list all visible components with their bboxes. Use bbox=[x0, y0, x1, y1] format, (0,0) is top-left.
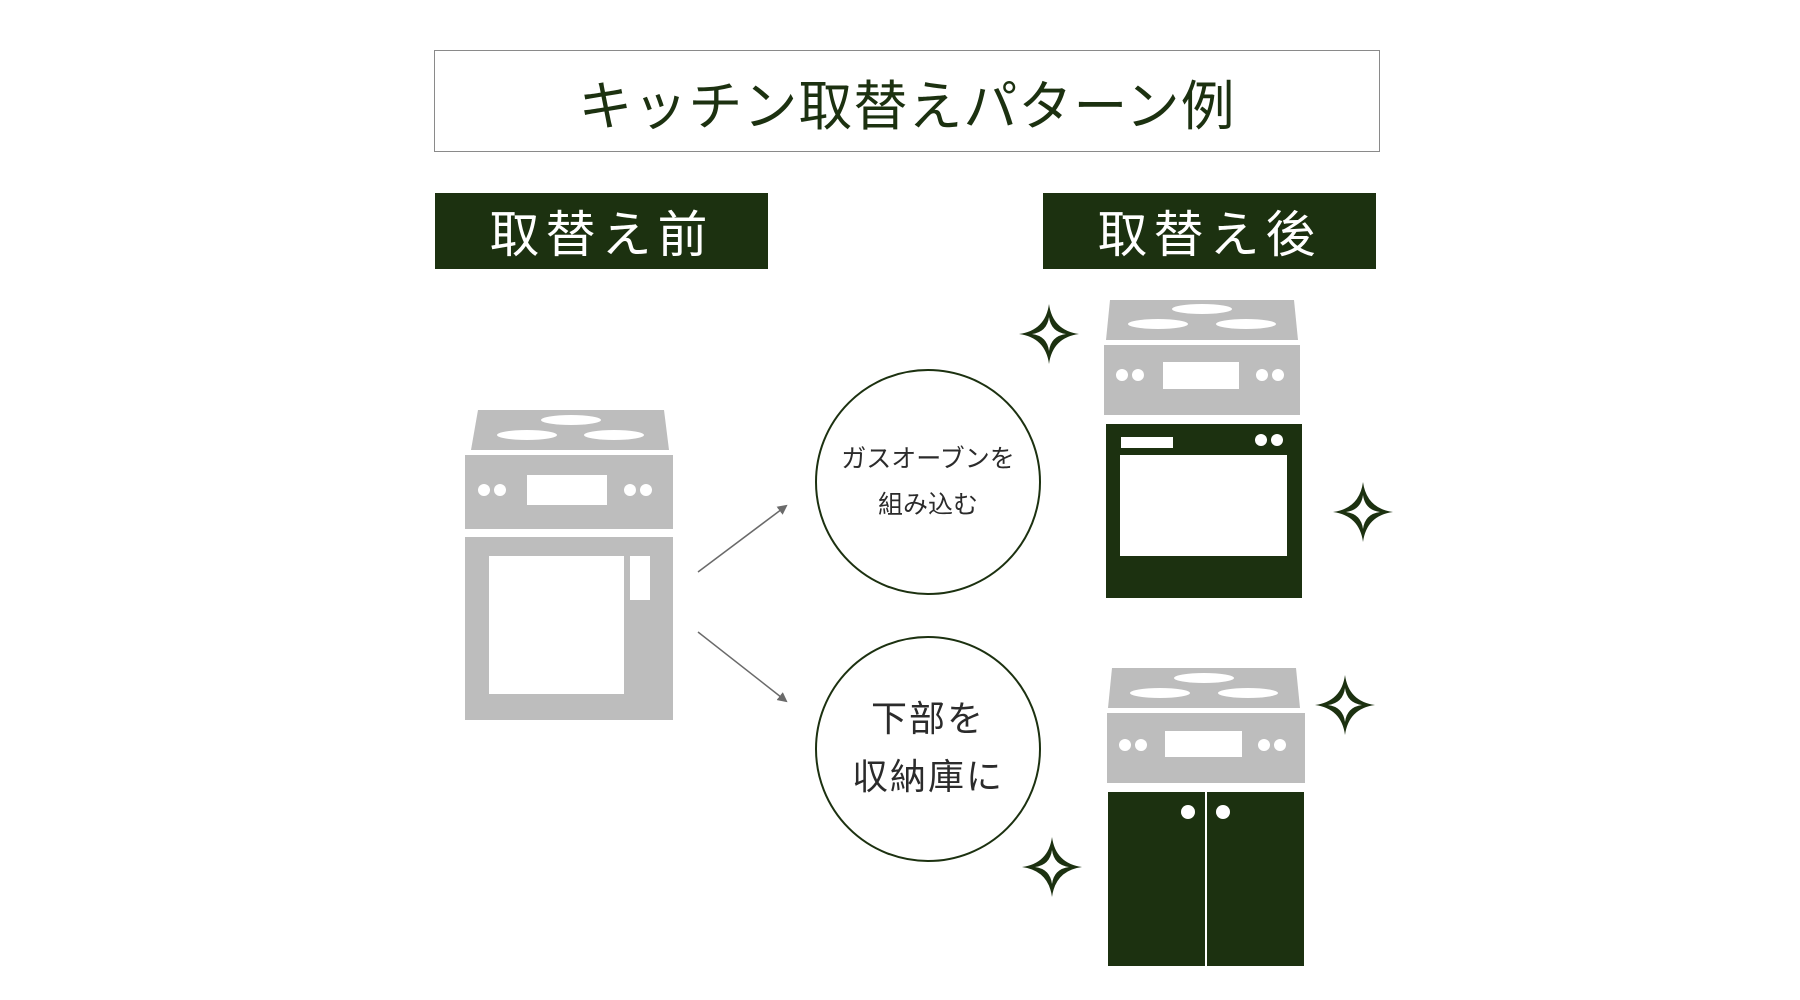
sparkle-icon bbox=[1315, 675, 1375, 735]
sparkle-icon bbox=[1022, 837, 1082, 897]
option-storage-circle: 下部を 収納庫に bbox=[815, 636, 1041, 862]
after-label-text: 取替え後 bbox=[1097, 206, 1322, 264]
option-oven-line2: 組み込む bbox=[877, 490, 978, 519]
option-oven-line1: ガスオーブンを bbox=[841, 444, 1015, 473]
stove-before-icon bbox=[465, 410, 673, 720]
page-title-text: キッチン取替えパターン例 bbox=[578, 74, 1236, 138]
before-label: 取替え前 bbox=[435, 193, 768, 269]
option-storage-line1: 下部を bbox=[870, 699, 985, 740]
arrow-to-oven bbox=[697, 504, 788, 573]
sparkle-icon bbox=[1019, 304, 1079, 364]
option-storage-line2: 収納庫に bbox=[851, 757, 1004, 798]
page-title: キッチン取替えパターン例 bbox=[434, 50, 1380, 152]
stove-with-oven-icon bbox=[1104, 300, 1302, 598]
before-label-text: 取替え前 bbox=[489, 206, 714, 264]
stove-with-storage-icon bbox=[1107, 668, 1305, 966]
arrow-to-storage bbox=[697, 631, 788, 703]
after-label: 取替え後 bbox=[1043, 193, 1376, 269]
sparkle-icon bbox=[1333, 482, 1393, 542]
option-oven-circle: ガスオーブンを 組み込む bbox=[815, 369, 1041, 595]
